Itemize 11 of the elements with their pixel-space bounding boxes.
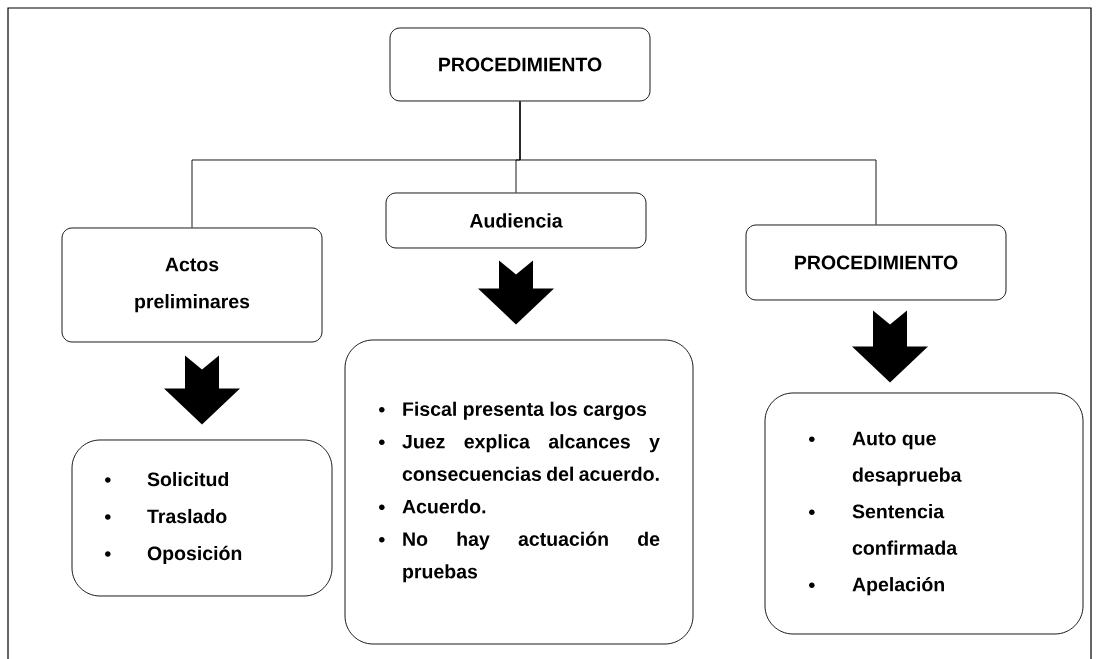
bullet-list-box: Fiscal presenta los cargos Juez explica alcances y consecuencias del acuerdo. Acuerdo. No hay actuación de pruebas	[344, 339, 694, 645]
block-arrow	[164, 355, 240, 425]
stage-box: PROCEDIMIENTO	[745, 224, 1007, 301]
block-arrow	[852, 310, 928, 383]
title-box: PROCEDIMIENTO	[389, 27, 651, 102]
bullet-list-box: Solicitud Traslado Oposición	[71, 439, 333, 597]
block-arrow	[478, 260, 554, 325]
stage-box: Audiencia	[385, 192, 647, 249]
bullet-list-box: Auto que desaprueba Sentencia confirmada Apelación	[764, 392, 1084, 635]
stage-box: Actos preliminares	[61, 227, 323, 343]
connector-line	[519, 101, 877, 225]
